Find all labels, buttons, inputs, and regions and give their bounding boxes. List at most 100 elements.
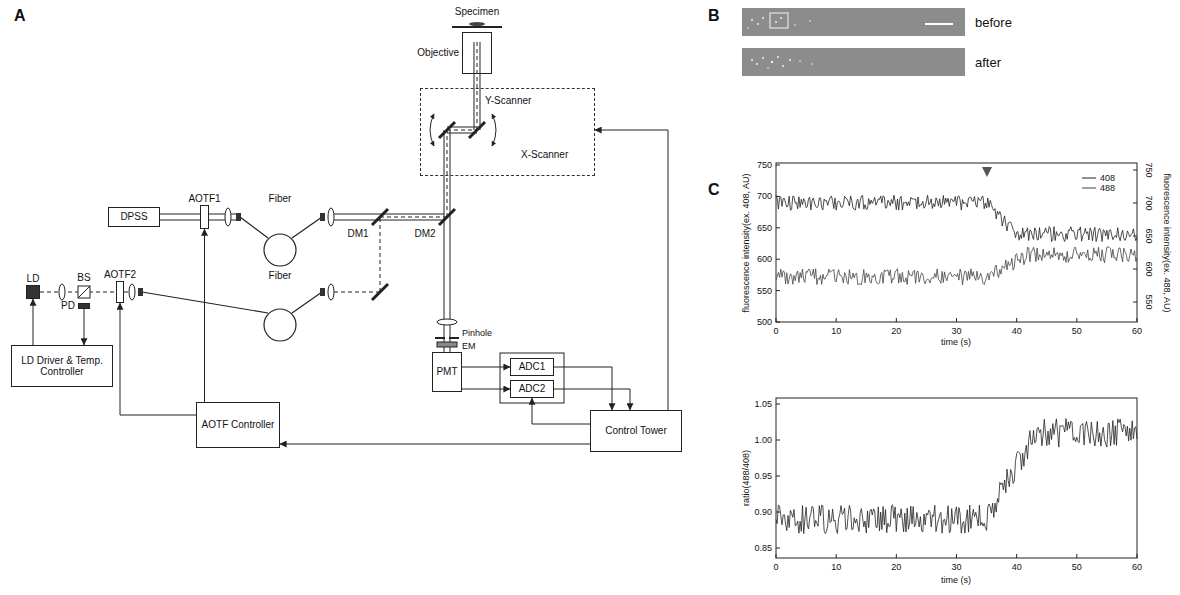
tick-label: 500 [757, 318, 772, 327]
objective-lens: Objective [462, 32, 492, 74]
pinhole [435, 338, 459, 347]
controller-box: LD Driver & Temp. Controller [11, 345, 113, 387]
ld-beam [380, 217, 447, 218]
micrograph [809, 20, 811, 22]
optical-fiber [142, 217, 322, 341]
axis-tick [776, 548, 780, 549]
tick-label: 0 [773, 563, 778, 572]
tick-label: 750 [757, 161, 772, 170]
axis-tick [1076, 554, 1077, 558]
adc-housing [500, 353, 564, 403]
panel-label: C [708, 182, 720, 198]
signal-connector [462, 367, 510, 368]
tick-label: 550 [1144, 294, 1153, 309]
signal-connector [84, 309, 85, 345]
axis-tick [776, 318, 777, 322]
signal-connector [532, 398, 590, 424]
tick-label: 30 [951, 563, 961, 572]
tick-label: 0.95 [754, 472, 772, 481]
tick-label: 50 [1072, 563, 1082, 572]
micrograph [799, 60, 801, 62]
signal-connector [554, 389, 630, 410]
specimen-stage [452, 26, 502, 28]
beam-splitter [78, 286, 90, 298]
node-text: AOTF Controller [202, 419, 275, 431]
micrograph [782, 65, 784, 67]
controller-box: Control Tower [590, 410, 682, 452]
axis-title: fluorescence intensity(ex. 408, AU) [742, 173, 751, 312]
legend-text: 408 [1100, 174, 1115, 183]
legend-sample [1082, 188, 1096, 189]
axis-title: ratio(488/408) [742, 450, 751, 506]
micrograph [770, 13, 788, 28]
part-label: EM [462, 342, 476, 351]
part-label: BS [77, 273, 90, 283]
axis-title: fluorescence intensity(ex. 488, AU) [1162, 173, 1171, 312]
fiber-coupler [138, 213, 325, 296]
photodiode: PD [78, 303, 90, 309]
tick-label: 50 [1072, 327, 1082, 336]
tick-label: 10 [831, 327, 841, 336]
chart-frame [776, 163, 1137, 558]
axis-tick [956, 318, 957, 322]
part-label: Pinhole [462, 329, 492, 338]
micrograph [762, 17, 764, 19]
lens [129, 284, 135, 300]
fiber-coupler [320, 288, 325, 296]
ld-beam [380, 217, 381, 292]
tick-label: 60 [1132, 563, 1142, 572]
beam-splitter [78, 286, 90, 298]
signal-connector [462, 389, 510, 390]
chart-frame [776, 398, 1137, 558]
tick-label: 0.85 [754, 544, 772, 553]
tick-label: 30 [951, 327, 961, 336]
micrograph [794, 24, 796, 26]
pinhole [435, 337, 445, 339]
micrograph [757, 23, 759, 25]
axis-tick [1076, 318, 1077, 322]
legend-sample [1082, 178, 1096, 188]
converter-box: ADC1 [510, 358, 554, 376]
tick-label: 10 [831, 563, 841, 572]
axis-tick [776, 165, 1137, 558]
data-trace [776, 195, 1137, 533]
micrograph [747, 17, 813, 69]
specimen-stage [469, 22, 485, 26]
node-text: X-Scanner [521, 149, 568, 161]
tick-label: 750 [1144, 162, 1153, 177]
node-text: Y-Scanner [485, 95, 531, 107]
axis-tick [1016, 318, 1017, 322]
micrograph [747, 27, 749, 29]
data-trace [776, 195, 1137, 241]
fiber-coupler [320, 213, 325, 221]
axis-tick [1133, 302, 1137, 303]
micrograph [742, 48, 965, 76]
micrograph [925, 23, 953, 25]
laser-beam [160, 42, 480, 352]
node-text: PMT [436, 366, 457, 378]
fiber-coupler [138, 288, 143, 296]
mirror [439, 209, 455, 225]
node-text: AOTF2 [104, 269, 136, 281]
signal-connector [280, 444, 590, 445]
lens [59, 208, 457, 325]
signal-connector [33, 299, 34, 345]
axis-tick [1137, 318, 1138, 322]
beam-splitter [78, 286, 90, 298]
micrograph [777, 56, 779, 58]
stimulus-marker [982, 167, 992, 177]
tick-label: 0 [773, 327, 778, 336]
micrograph [780, 17, 782, 19]
axis-tick [1016, 554, 1017, 558]
tick-label: 600 [1144, 261, 1153, 276]
node-text: Control Tower [605, 425, 667, 437]
mirror [372, 209, 388, 225]
lens [225, 208, 231, 226]
optical-fiber [264, 234, 296, 266]
axis-tick [956, 554, 957, 558]
ld-beam [334, 292, 380, 293]
part-label: Fiber [269, 194, 292, 204]
lens [59, 284, 65, 300]
micrograph [751, 59, 753, 61]
